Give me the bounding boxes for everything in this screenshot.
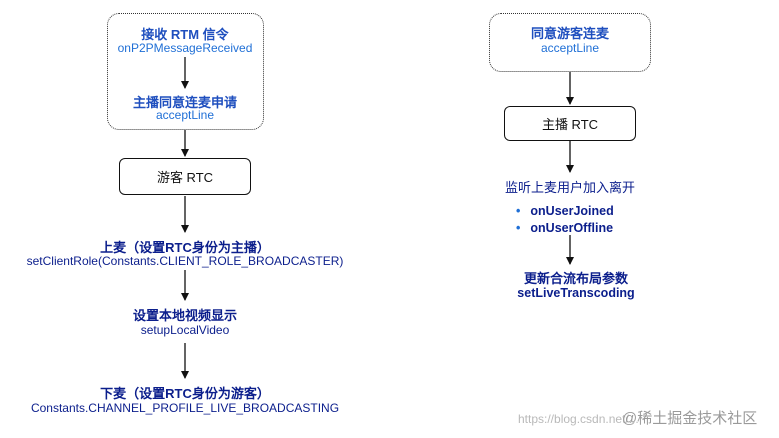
on-user-offline-label: onUserOffline <box>530 221 614 235</box>
list-item: •onUserOffline <box>516 221 614 235</box>
listen-title: 监听上麦用户加入离开 <box>504 180 636 195</box>
local-video-title: 设置本地视频显示 <box>132 308 238 323</box>
down-mic-method: Constants.CHANNEL_PROFILE_LIVE_BROADCAST… <box>30 401 340 415</box>
transcoding-title: 更新合流布局参数 <box>523 271 629 286</box>
rtm-step-method: onP2PMessageReceived <box>117 41 253 55</box>
accept-step-title: 主播同意连麦申请 <box>132 95 238 110</box>
listen-callback-list: •onUserJoined •onUserOffline <box>516 203 614 237</box>
csdn-watermark: https://blog.csdn.net/... <box>518 412 639 426</box>
local-video-method: setupLocalVideo <box>140 323 230 337</box>
agree-step-method: acceptLine <box>540 41 600 55</box>
audience-rtc-label: 游客 RTC <box>156 170 214 185</box>
anchor-rtc-label: 主播 RTC <box>541 117 599 132</box>
rtm-step-title: 接收 RTM 信令 <box>141 27 229 42</box>
up-mic-method: setClientRole(Constants.CLIENT_ROLE_BROA… <box>26 254 344 268</box>
agree-group <box>489 13 651 72</box>
anchor-rtc-box: 主播 RTC <box>504 106 636 141</box>
transcoding-method: setLiveTranscoding <box>517 286 635 300</box>
list-item: •onUserJoined <box>516 204 614 218</box>
rtm-accept-group <box>107 13 264 130</box>
agree-step-title: 同意游客连麦 <box>530 26 610 41</box>
audience-rtc-box: 游客 RTC <box>119 158 251 195</box>
accept-step-method: acceptLine <box>155 108 215 122</box>
on-user-joined-label: onUserJoined <box>530 204 614 218</box>
down-mic-title: 下麦（设置RTC身份为游客） <box>100 386 270 401</box>
juejin-watermark: @稀土掘金技术社区 <box>622 410 758 427</box>
up-mic-title: 上麦（设置RTC身份为主播） <box>100 240 270 255</box>
